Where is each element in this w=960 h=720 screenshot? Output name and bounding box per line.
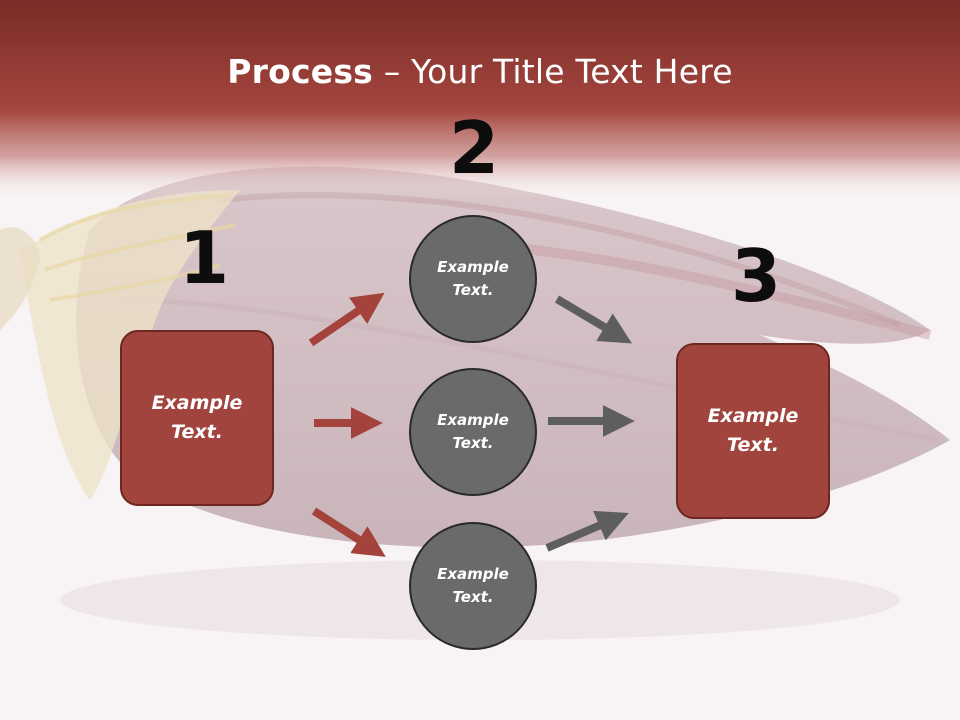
arrow-left-to-bottom [311,507,386,557]
left-process-box: Example Text. [120,330,274,506]
arrow-bottom-to-right [545,510,629,552]
circle-bottom-text: Example Text. [437,565,509,606]
circle-middle: Example Text. [409,368,537,496]
circle-top: Example Text. [409,215,537,343]
step-number-3: 3 [731,234,782,318]
circle-top-text: Example Text. [437,258,509,299]
circle-middle-text: Example Text. [437,411,509,452]
step-number-2: 2 [449,106,500,190]
circle-bottom: Example Text. [409,522,537,650]
right-box-text: Example Text. [707,405,799,456]
left-box-text: Example Text. [151,392,243,443]
slide-title: Process – Your Title Text Here [227,52,733,91]
arrow-top-to-right [554,295,633,344]
arrow-left-to-top [308,292,385,347]
step-number-1: 1 [179,216,230,300]
right-process-box: Example Text. [676,343,830,519]
